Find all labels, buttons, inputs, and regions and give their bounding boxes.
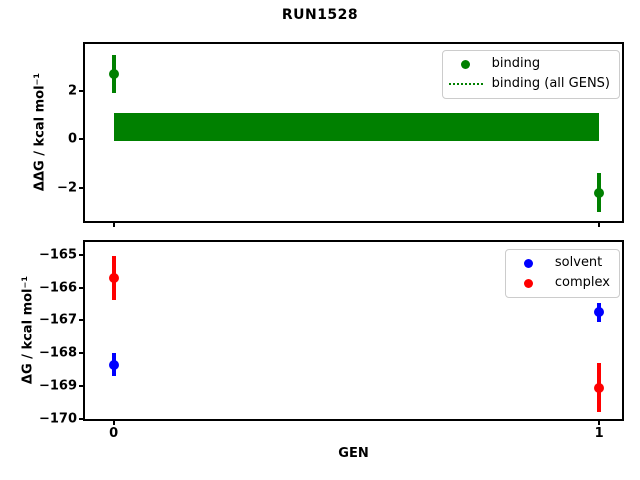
x-tick [598,421,601,425]
legend-dotted-line-icon [448,83,483,86]
y-tick [79,253,83,256]
bottom-y-axis-label: ΔG / kcal mol⁻¹ [20,275,36,385]
y-tick-label: −166 [38,280,77,296]
legend-item-label: binding [491,56,541,71]
data-point-complex [108,272,119,283]
legend-item: binding (all GENS) [448,76,610,92]
y-tick [79,286,83,289]
data-point-binding [108,69,119,80]
top-axes: 2 0 −2 binding binding (all GENS) [57,42,624,227]
y-tick [79,319,83,322]
y-tick-label: −2 [57,180,77,196]
figure-title: RUN1528 [281,7,359,23]
dot-swatch-icon [524,258,534,268]
y-tick [79,138,83,141]
legend: binding binding (all GENS) [441,50,620,99]
dot-swatch-icon [524,278,534,288]
legend-item-label: solvent [554,255,603,270]
y-tick-label: −165 [38,247,77,263]
top-y-axis-label: ΔΔG / kcal mol⁻¹ [32,72,48,192]
legend-item: complex [512,275,610,291]
data-point-binding [594,187,605,198]
x-tick [112,421,115,425]
x-axis-label: GEN [338,446,369,461]
dot-swatch-icon [461,59,471,69]
data-point-complex [594,382,605,393]
y-tick-label: 2 [67,83,77,99]
legend-dot-icon [449,59,483,69]
x-tick-label: 1 [594,426,604,441]
data-point-solvent [594,307,605,318]
dotted-line-swatch-icon [448,83,483,86]
y-tick [79,417,83,420]
y-tick-label: −168 [38,345,77,361]
y-tick [79,89,83,92]
legend-item: solvent [512,255,610,271]
legend-item: binding [449,56,610,72]
legend-item-label: complex [554,275,610,291]
legend-dot-icon [512,258,546,268]
x-tick [112,223,115,227]
y-tick-label: −170 [38,411,77,427]
y-tick [79,352,83,355]
y-tick [79,384,83,387]
legend: solvent complex [504,249,620,298]
x-tick [598,223,601,227]
legend-item-label: binding (all GENS) [491,76,610,92]
data-point-solvent [108,359,119,370]
x-tick-label: 0 [109,426,119,441]
bottom-axes: −165 −166 −167 −168 −169 −170 0 1 solvent complex [39,240,624,440]
y-tick [79,186,83,189]
y-tick-label: 0 [67,131,77,147]
y-tick-label: −167 [38,312,77,328]
y-tick-label: −169 [38,378,77,394]
confidence-band [113,112,600,141]
legend-dot-icon [512,278,546,288]
